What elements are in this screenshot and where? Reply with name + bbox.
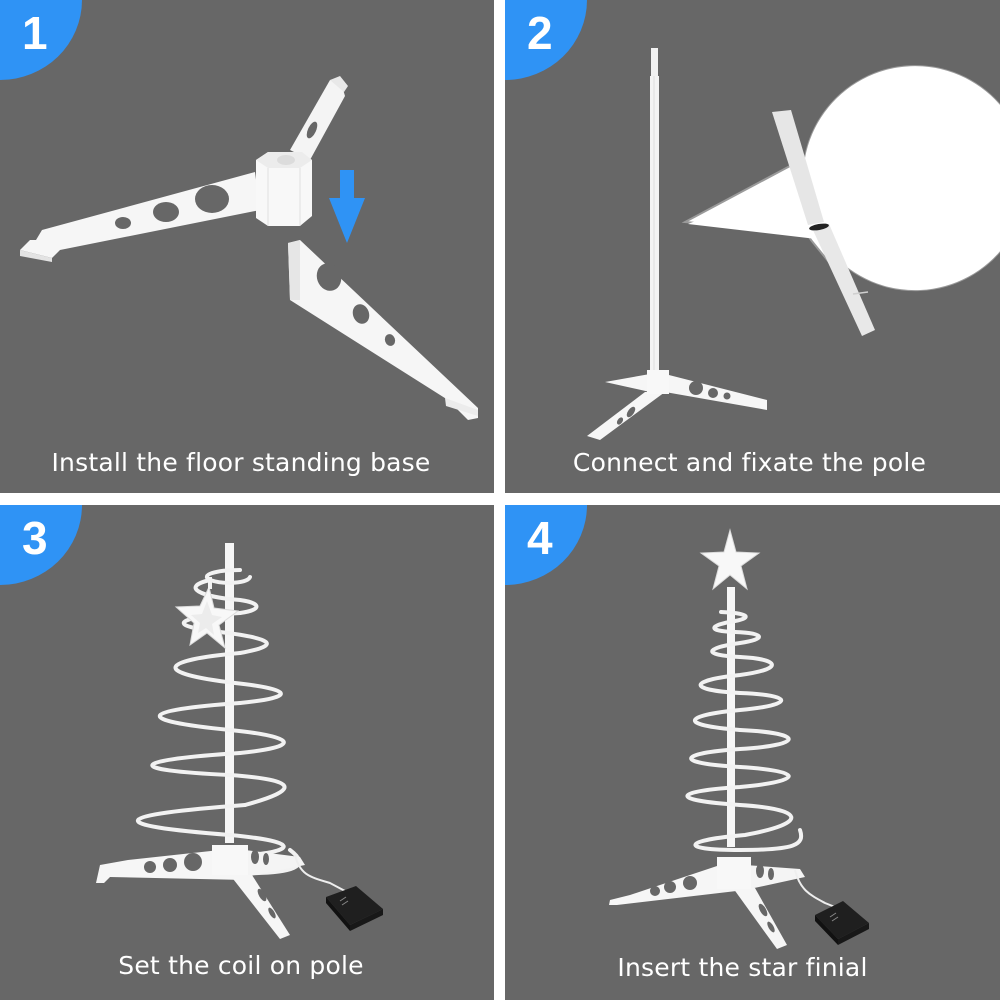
magnifier-callout	[681, 65, 1000, 336]
battery-box-icon	[815, 901, 869, 945]
star-icon	[174, 577, 240, 650]
star-icon	[699, 528, 761, 591]
spiral-tree-with-star-illustration	[609, 528, 869, 949]
step-number-badge: 1	[0, 0, 82, 80]
spiral-tree-illustration	[96, 543, 383, 939]
step-caption: Insert the star finial	[617, 953, 868, 982]
pole-illustration	[587, 48, 1000, 440]
step-number: 3	[22, 512, 48, 564]
step-number: 4	[527, 512, 553, 564]
step-caption: Connect and fixate the pole	[572, 448, 927, 477]
step-caption: Set the coil on pole	[118, 951, 364, 980]
step-number: 1	[22, 7, 48, 59]
step-panel-3: 3 Set the coil on pole	[0, 505, 494, 1000]
step-panel-4: 4 Insert the star finial	[505, 505, 1000, 1000]
battery-box-icon	[326, 886, 383, 931]
tripod-base-illustration	[20, 76, 478, 420]
step-number: 2	[527, 7, 553, 59]
step-panel-2: 2 Connect and fixate the pole	[505, 0, 1000, 493]
step-number-badge: 4	[505, 505, 587, 585]
step-panel-1: 1 Install the floor standing base	[0, 0, 494, 493]
step-caption: Install the floor standing base	[51, 448, 431, 477]
down-arrow-icon	[329, 170, 365, 243]
